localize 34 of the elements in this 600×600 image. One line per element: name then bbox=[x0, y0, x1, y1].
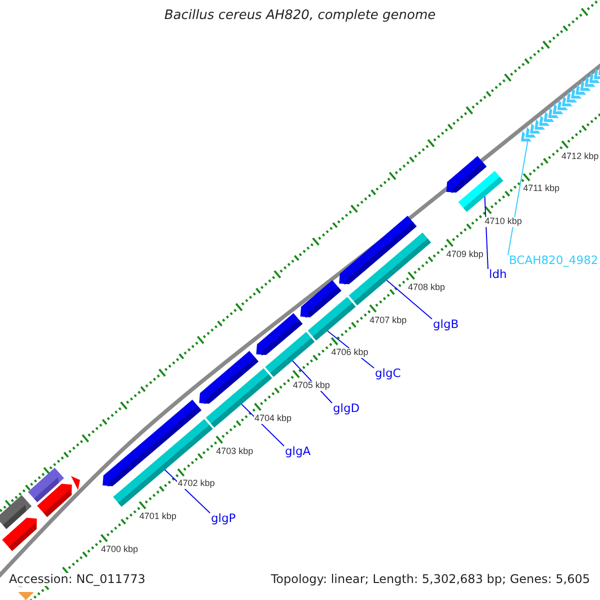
scale-label: 4705 kbp bbox=[292, 381, 331, 392]
scale-label: 4711 kbp bbox=[522, 184, 561, 194]
gene-bar bbox=[300, 280, 342, 318]
leader-line bbox=[241, 404, 284, 446]
scale-label: 4703 kbp bbox=[215, 446, 254, 457]
gene-label: BCAH820_4982 bbox=[509, 254, 598, 267]
gene-label: glgB bbox=[433, 318, 459, 331]
scale-label: 4706 kbp bbox=[330, 348, 370, 358]
gene-label: ldh bbox=[489, 268, 507, 281]
gene-label: glgA bbox=[285, 445, 311, 458]
gene-bar bbox=[102, 400, 202, 487]
gene-label: glgC bbox=[375, 367, 401, 380]
leader-line bbox=[508, 140, 528, 256]
leader-line bbox=[386, 280, 432, 320]
scale-label: 4712 kbp bbox=[560, 152, 600, 162]
genome-stats-text: Topology: linear; Length: 5,302,683 bp; Genes: 5,605 bbox=[270, 573, 590, 586]
scale-label: 4701 kbp bbox=[138, 512, 178, 522]
gene-label: glgD bbox=[333, 402, 360, 415]
scale-label: 4710 kbp bbox=[484, 217, 523, 228]
scale-label: 4707 kbp bbox=[368, 316, 408, 326]
accession-text: Accession: NC_011773 bbox=[9, 573, 146, 586]
gene-label: glgP bbox=[211, 512, 236, 525]
scale-label: 4704 kbp bbox=[254, 414, 293, 424]
repeat-arrows-drawing bbox=[520, 64, 600, 142]
gene-bar bbox=[339, 216, 417, 285]
title: Bacillus cereus AH820, complete genome bbox=[163, 9, 437, 24]
scale-label: 4708 kbp bbox=[407, 282, 446, 293]
gene-bar bbox=[446, 156, 487, 194]
scale-label: 4702 kbp bbox=[176, 479, 216, 490]
scale-label: 4700 kbp bbox=[100, 545, 140, 555]
gene-bar bbox=[199, 350, 258, 404]
scale-label: 4709 kbp bbox=[445, 250, 484, 260]
gene-bar bbox=[256, 313, 303, 356]
leader-line bbox=[484, 196, 488, 270]
